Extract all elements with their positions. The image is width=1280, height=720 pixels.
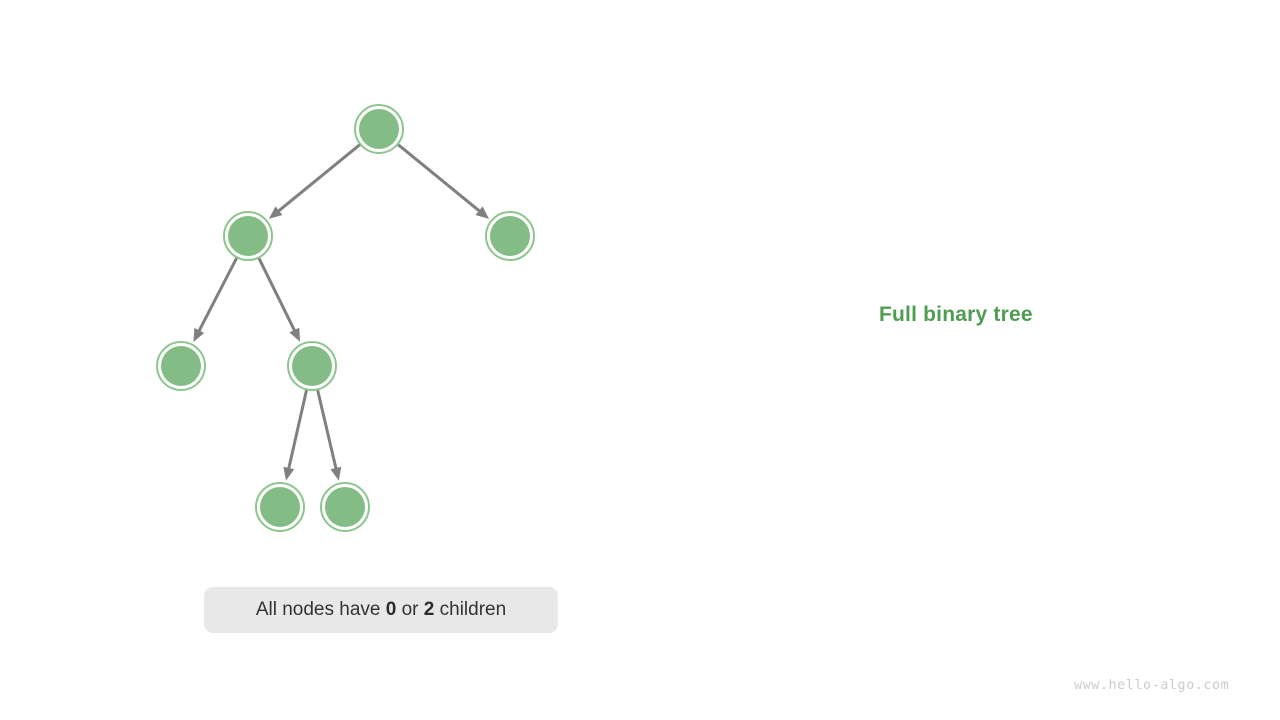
tree-edge-arrowhead	[475, 206, 490, 219]
tree-node-fill	[490, 216, 530, 256]
tree-node[interactable]	[223, 211, 273, 261]
tree-node-gap	[257, 484, 303, 530]
caption-badge: All nodes have 0 or 2 children	[204, 587, 558, 633]
tree-edge-arrowhead	[283, 466, 295, 481]
caption-value-zero: 0	[385, 599, 397, 620]
tree-node-fill	[161, 346, 201, 386]
nodes-layer	[156, 104, 535, 532]
tree-edge	[257, 256, 298, 335]
tree-node-gap	[158, 343, 204, 389]
tree-edge-arrowhead	[289, 327, 301, 342]
tree-node[interactable]	[156, 341, 206, 391]
tree-node-ring	[354, 104, 404, 154]
caption-prefix: All nodes have	[255, 599, 386, 620]
tree-edge	[275, 143, 362, 215]
tree-node[interactable]	[320, 482, 370, 532]
tree-node-fill	[260, 487, 300, 527]
tree-edge-arrowhead	[193, 327, 205, 342]
tree-node-gap	[322, 484, 368, 530]
tree-node-ring	[320, 482, 370, 532]
tree-node-fill	[359, 109, 399, 149]
tree-node-ring	[156, 341, 206, 391]
tree-edge	[316, 388, 339, 473]
tree-edge	[196, 256, 239, 335]
tree-node-gap	[356, 106, 402, 152]
tree-node[interactable]	[485, 211, 535, 261]
page-title: Full binary tree	[879, 303, 1033, 326]
tree-node-gap	[487, 213, 533, 259]
caption-suffix: children	[434, 599, 507, 620]
tree-node[interactable]	[255, 482, 305, 532]
tree-node-fill	[228, 216, 268, 256]
caption-middle: or	[396, 599, 424, 620]
tree-node-fill	[292, 346, 332, 386]
tree-node-ring	[287, 341, 337, 391]
caption-value-two: 2	[423, 599, 435, 620]
tree-node[interactable]	[287, 341, 337, 391]
tree-node[interactable]	[354, 104, 404, 154]
tree-node-ring	[485, 211, 535, 261]
edges-layer	[193, 143, 490, 481]
tree-edge	[286, 388, 308, 473]
tree-node-gap	[225, 213, 271, 259]
tree-edge	[396, 143, 483, 215]
caption-text: All nodes have 0 or 2 children	[256, 599, 506, 621]
tree-node-fill	[325, 487, 365, 527]
watermark: www.hello-algo.com	[1074, 677, 1230, 693]
tree-edge-arrowhead	[268, 206, 283, 219]
tree-node-ring	[223, 211, 273, 261]
tree-node-gap	[289, 343, 335, 389]
tree-edge-arrowhead	[330, 466, 342, 481]
tree-node-ring	[255, 482, 305, 532]
